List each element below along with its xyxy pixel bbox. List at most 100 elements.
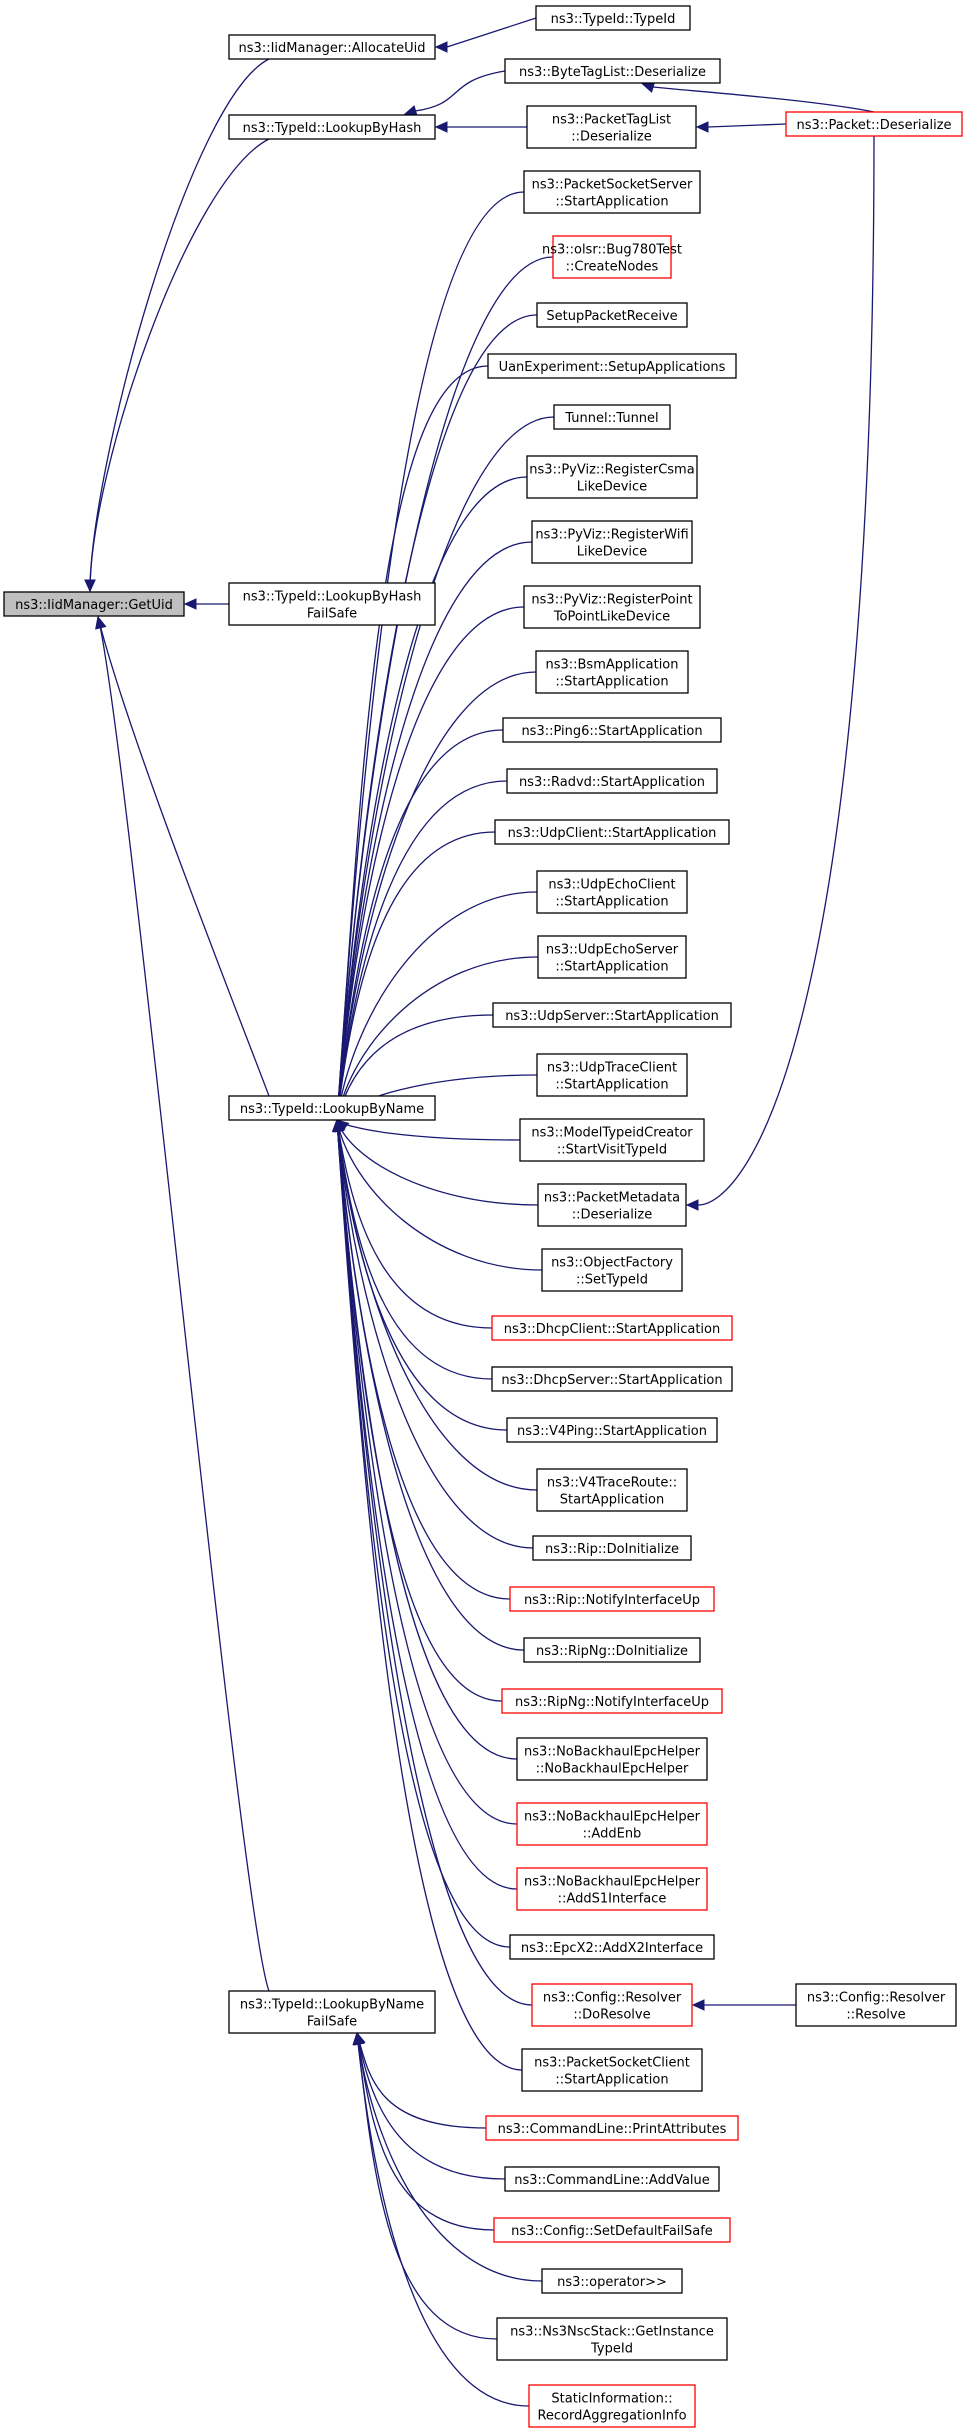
node-n24[interactable]: ns3::Rip::DoInitialize xyxy=(532,1535,692,1561)
node-label: ns3::V4Ping::StartApplication xyxy=(517,1424,707,1439)
node-f2[interactable]: ns3::CommandLine::AddValue xyxy=(504,2166,720,2192)
edge-line xyxy=(336,1119,523,2071)
node-label: ns3::Config::Resolver xyxy=(807,1991,946,2006)
node-n28[interactable]: ns3::NoBackhaulEpcHelper::NoBackhaulEpcH… xyxy=(516,1737,708,1781)
edge-n12-to-lookupbyname xyxy=(332,831,496,1122)
node-n22[interactable]: ns3::V4Ping::StartApplication xyxy=(506,1417,718,1443)
node-n17[interactable]: ns3::ModelTypeidCreator::StartVisitTypeI… xyxy=(519,1118,705,1162)
node-n33[interactable]: ns3::PacketSocketClient::StartApplicatio… xyxy=(521,2048,703,2092)
edge-line xyxy=(336,476,528,1121)
node-resolver_resolve[interactable]: ns3::Config::Resolver::Resolve xyxy=(795,1983,957,2027)
node-box xyxy=(537,935,687,979)
node-packettaglist[interactable]: ns3::PacketTagList::Deserialize xyxy=(526,105,697,149)
node-n27[interactable]: ns3::RipNg::NotifyInterfaceUp xyxy=(501,1688,723,1714)
node-label: ::StartApplication xyxy=(555,2073,668,2088)
node-label: ns3::UdpTraceClient xyxy=(547,1061,677,1076)
edge-n2-to-lookupbyname xyxy=(332,256,554,1122)
edge-line xyxy=(356,2032,495,2231)
node-n2[interactable]: ns3::olsr::Bug780Test::CreateNodes xyxy=(542,235,682,279)
node-f4[interactable]: ns3::operator>> xyxy=(541,2268,683,2294)
node-label: ns3::TypeId::LookupByHash xyxy=(243,590,422,605)
node-n20[interactable]: ns3::DhcpClient::StartApplication xyxy=(491,1315,733,1341)
node-label: ::Deserialize xyxy=(571,130,652,145)
edge-line xyxy=(336,365,489,1121)
edge-resolver_resolve-to-n32 xyxy=(691,1999,796,2011)
node-packet_deser[interactable]: ns3::Packet::Deserialize xyxy=(785,111,963,137)
node-n26[interactable]: ns3::RipNg::DoInitialize xyxy=(523,1637,701,1663)
node-bytetaglist[interactable]: ns3::ByteTagList::Deserialize xyxy=(504,58,721,84)
edge-line xyxy=(336,956,539,1121)
node-box xyxy=(553,404,671,430)
node-n21[interactable]: ns3::DhcpServer::StartApplication xyxy=(491,1366,733,1392)
node-label: ns3::UdpClient::StartApplication xyxy=(508,826,717,841)
edge-n32-to-lookupbyname xyxy=(332,1118,533,2006)
node-allocateuid[interactable]: ns3::IidManager::AllocateUid xyxy=(228,34,436,60)
node-box xyxy=(3,591,185,617)
node-box xyxy=(523,170,701,214)
node-label: ns3::RipNg::NotifyInterfaceUp xyxy=(515,1695,709,1710)
node-f1[interactable]: ns3::CommandLine::PrintAttributes xyxy=(485,2115,739,2141)
node-label: ns3::PacketMetadata xyxy=(544,1191,680,1206)
node-n23[interactable]: ns3::V4TraceRoute::StartApplication xyxy=(536,1468,688,1512)
node-n11[interactable]: ns3::Radvd::StartApplication xyxy=(506,768,718,794)
edge-f5-to-lookupbynamefs xyxy=(352,2031,498,2340)
edge-line xyxy=(336,1119,511,1600)
edge-n19-to-lookupbyname xyxy=(333,1118,543,1271)
node-label: ns3::UdpServer::StartApplication xyxy=(505,1009,719,1024)
node-n31[interactable]: ns3::EpcX2::AddX2Interface xyxy=(509,1934,715,1960)
node-label: ::StartApplication xyxy=(555,675,668,690)
edge-line xyxy=(652,86,875,113)
node-label: ns3::ObjectFactory xyxy=(551,1256,673,1271)
node-label: LikeDevice xyxy=(577,480,647,495)
node-label: ns3::PacketTagList xyxy=(552,113,671,128)
node-n3[interactable]: SetupPacketReceive xyxy=(536,302,688,328)
node-n16[interactable]: ns3::UdpTraceClient::StartApplication xyxy=(536,1053,688,1097)
node-label: ::StartApplication xyxy=(555,195,668,210)
node-n10[interactable]: ns3::Ping6::StartApplication xyxy=(502,717,722,743)
node-n30[interactable]: ns3::NoBackhaulEpcHelper::AddS1Interface xyxy=(516,1867,708,1911)
node-lookupbyname[interactable]: ns3::TypeId::LookupByName xyxy=(228,1095,436,1121)
edge-line xyxy=(336,1119,521,1141)
node-label: ns3::UdpEchoClient xyxy=(548,878,675,893)
node-box xyxy=(536,1468,688,1512)
edge-arrowhead xyxy=(641,81,656,93)
edge-line xyxy=(336,256,554,1121)
node-label: ns3::CommandLine::PrintAttributes xyxy=(498,2122,727,2137)
node-n32[interactable]: ns3::Config::Resolver::DoResolve xyxy=(531,1983,693,2027)
edge-line xyxy=(89,138,270,592)
edge-arrowhead xyxy=(352,2031,364,2046)
node-n4[interactable]: UanExperiment::SetupApplications xyxy=(487,353,737,379)
node-typeid_ctor[interactable]: ns3::TypeId::TypeId xyxy=(535,5,691,31)
node-n9[interactable]: ns3::BsmApplication::StartApplication xyxy=(535,650,689,694)
node-f3[interactable]: ns3::Config::SetDefaultFailSafe xyxy=(493,2217,731,2243)
node-n13[interactable]: ns3::UdpEchoClient::StartApplication xyxy=(536,870,688,914)
node-n5[interactable]: Tunnel::Tunnel xyxy=(553,404,671,430)
node-n14[interactable]: ns3::UdpEchoServer::StartApplication xyxy=(537,935,687,979)
node-lookupbyhash[interactable]: ns3::TypeId::LookupByHash xyxy=(228,114,436,140)
node-n15[interactable]: ns3::UdpServer::StartApplication xyxy=(492,1002,732,1028)
edge-line xyxy=(697,135,875,1206)
node-n18[interactable]: ns3::PacketMetadata::Deserialize xyxy=(537,1183,687,1227)
node-n1[interactable]: ns3::PacketSocketServer::StartApplicatio… xyxy=(523,170,701,214)
node-n19[interactable]: ns3::ObjectFactory::SetTypeId xyxy=(541,1248,683,1292)
node-getuid: ns3::IidManager::GetUid xyxy=(3,591,185,617)
node-box xyxy=(541,1248,683,1292)
node-n12[interactable]: ns3::UdpClient::StartApplication xyxy=(494,819,730,845)
node-n8[interactable]: ns3::PyViz::RegisterPointToPointLikeDevi… xyxy=(523,585,701,629)
node-box xyxy=(228,582,436,626)
node-n25[interactable]: ns3::Rip::NotifyInterfaceUp xyxy=(509,1586,715,1612)
edge-lookupbynamefs-to-getuid xyxy=(95,615,270,1992)
node-label: ::CreateNodes xyxy=(566,260,659,275)
node-n29[interactable]: ns3::NoBackhaulEpcHelper::AddEnb xyxy=(516,1802,708,1846)
node-label: ns3::Ns3NscStack::GetInstance xyxy=(510,2325,714,2340)
node-box xyxy=(531,520,693,564)
edge-arrowhead xyxy=(695,121,709,133)
node-f6[interactable]: StaticInformation::RecordAggregationInfo xyxy=(528,2384,696,2428)
edge-line xyxy=(336,729,504,1121)
node-label: ::Resolve xyxy=(846,2008,905,2023)
